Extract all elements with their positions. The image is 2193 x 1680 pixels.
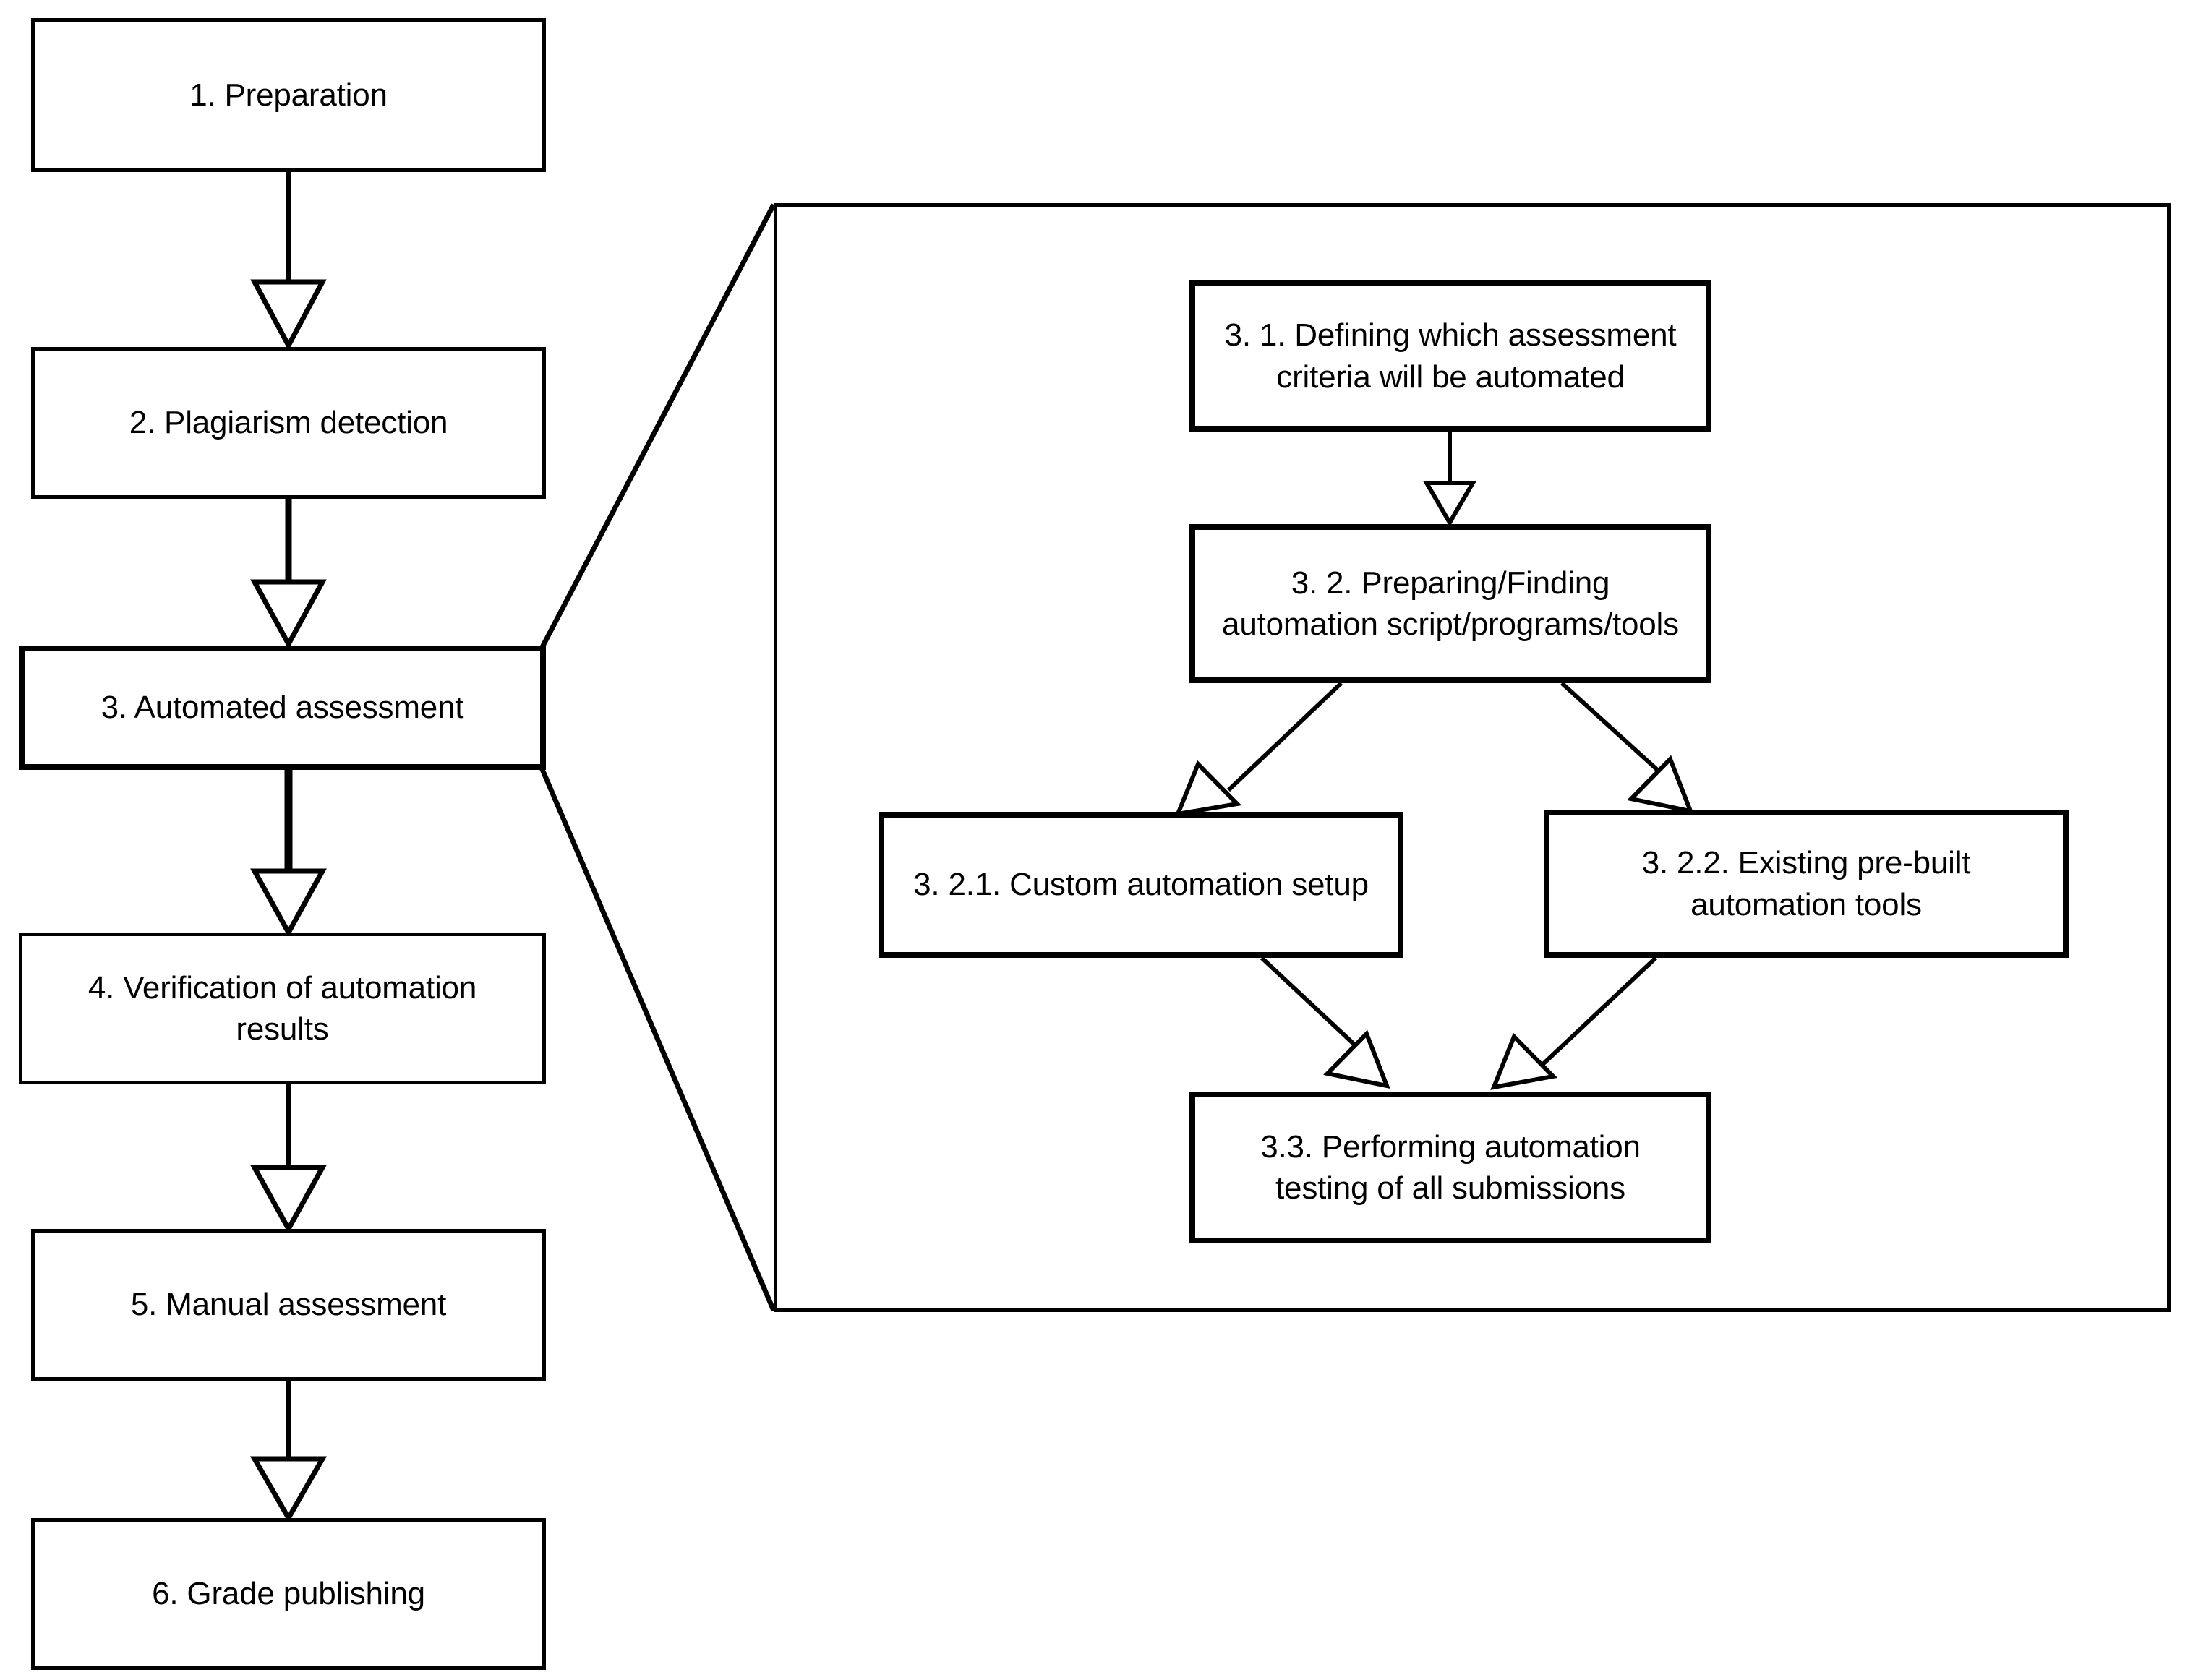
node-step2-label: 2. Plagiarism detection — [129, 405, 448, 441]
node-step1[interactable]: 1. Preparation — [31, 18, 546, 172]
node-step5[interactable]: 5. Manual assessment — [31, 1229, 546, 1381]
node-step3-2-1[interactable]: 3. 2.1. Custom automation setup — [879, 812, 1403, 958]
callout-line-lower — [539, 766, 777, 1312]
node-step3-3-label: 3.3. Performing automation testing of al… — [1260, 1128, 1641, 1206]
node-step3[interactable]: 3. Automated assessment — [19, 646, 546, 770]
node-step3-3[interactable]: 3.3. Performing automation testing of al… — [1189, 1092, 1711, 1243]
callout-line-upper — [539, 203, 777, 650]
node-step3-2-2[interactable]: 3. 2.2. Existing pre-built automation to… — [1544, 810, 2069, 958]
node-step3-2-label: 3. 2. Preparing/Finding automation scrip… — [1222, 565, 1679, 642]
arrow-step2-to-step3 — [250, 499, 327, 650]
arrow-step5-to-step6 — [249, 1381, 328, 1524]
node-step3-2-2-label: 3. 2.2. Existing pre-built automation to… — [1641, 845, 1971, 922]
node-step3-1-label: 3. 1. Defining which assessment criteria… — [1224, 317, 1677, 395]
node-step3-label: 3. Automated assessment — [101, 690, 464, 726]
arrow-step4-to-step5 — [250, 1084, 327, 1235]
arrow-step1-to-step2 — [250, 172, 327, 351]
node-step1-label: 1. Preparation — [189, 77, 388, 113]
node-step3-1[interactable]: 3. 1. Defining which assessment criteria… — [1189, 280, 1711, 432]
node-step6[interactable]: 6. Grade publishing — [31, 1518, 546, 1670]
node-step5-label: 5. Manual assessment — [130, 1287, 447, 1323]
arrow-step3-to-step4 — [250, 770, 327, 938]
detail-panel-frame — [774, 203, 2171, 1312]
node-step4[interactable]: 4. Verification of automation results — [19, 933, 546, 1084]
node-step6-label: 6. Grade publishing — [152, 1576, 425, 1612]
node-step4-label: 4. Verification of automation results — [87, 969, 477, 1047]
node-step3-2-1-label: 3. 2.1. Custom automation setup — [913, 867, 1369, 903]
node-step3-2[interactable]: 3. 2. Preparing/Finding automation scrip… — [1189, 524, 1711, 683]
node-step2[interactable]: 2. Plagiarism detection — [31, 347, 546, 499]
